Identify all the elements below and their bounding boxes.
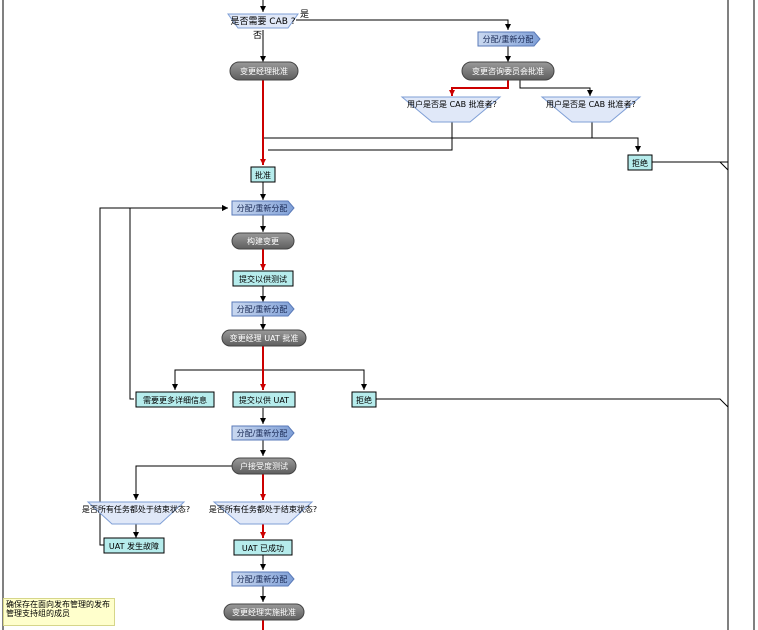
decision-all-tasks-closed-right-label: 是否所有任务都处于结束状态? <box>209 504 317 514</box>
assign-node-4[interactable]: 分配/重新分配 <box>231 425 295 441</box>
uat-failed-node[interactable]: UAT 发生故障 <box>103 537 165 554</box>
build-change-node[interactable]: 构建变更 <box>231 232 295 250</box>
main-path-lines <box>260 80 509 630</box>
approve-node[interactable]: 批准 <box>250 166 276 183</box>
change-manager-impl-approval-node[interactable]: 变更经理实施批准 <box>223 603 305 621</box>
submit-for-testing-node[interactable]: 提交以供测试 <box>232 270 294 287</box>
need-more-info-node[interactable]: 需要更多详细信息 <box>135 391 215 408</box>
assign-node-1[interactable]: 分配/重新分配 <box>477 31 541 47</box>
acceptance-test-label: 户接受度测试 <box>240 461 288 471</box>
assign-node-3[interactable]: 分配/重新分配 <box>231 301 295 317</box>
uat-succeeded-label: UAT 已成功 <box>242 543 284 553</box>
reject-node-2[interactable]: 拒绝 <box>351 391 377 408</box>
decision-user-cab-approver-right-label: 用户是否是 CAB 批准者? <box>546 99 636 109</box>
build-change-label: 构建变更 <box>247 236 279 246</box>
uat-succeeded-node[interactable]: UAT 已成功 <box>233 539 293 556</box>
assign-node-5-label: 分配/重新分配 <box>237 574 288 584</box>
change-manager-approval-node[interactable]: 变更经理批准 <box>229 61 299 81</box>
change-manager-approval-label: 变更经理批准 <box>240 66 288 76</box>
need-more-info-label: 需要更多详细信息 <box>143 395 207 405</box>
decision-cab-needed-label: 是否需要 CAB ? <box>230 16 295 27</box>
decision-user-cab-approver-left-label: 用户是否是 CAB 批准者? <box>407 99 497 109</box>
submit-for-uat-label: 提交以供 UAT <box>239 395 289 405</box>
change-manager-uat-approval-label: 变更经理 UAT 批准 <box>230 333 299 343</box>
annotation-note: 确保存在面向发布管理的发布管理支持组的成员 <box>3 598 115 626</box>
reject-node-1-label: 拒绝 <box>632 158 648 168</box>
no-label: 否 <box>253 30 262 41</box>
acceptance-test-node[interactable]: 户接受度测试 <box>231 457 297 475</box>
change-manager-uat-approval-node[interactable]: 变更经理 UAT 批准 <box>221 329 307 347</box>
decision-all-tasks-closed-left[interactable]: 是否所有任务都处于结束状态? <box>82 501 190 525</box>
assign-node-2[interactable]: 分配/重新分配 <box>231 200 295 216</box>
decision-user-cab-approver-left[interactable]: 用户是否是 CAB 批准者? <box>400 96 502 123</box>
decision-all-tasks-closed-right[interactable]: 是否所有任务都处于结束状态? <box>209 501 317 525</box>
reject-node-1[interactable]: 拒绝 <box>627 154 653 171</box>
assign-node-4-label: 分配/重新分配 <box>237 428 288 438</box>
decision-all-tasks-closed-left-label: 是否所有任务都处于结束状态? <box>82 504 190 514</box>
change-manager-impl-approval-label: 变更经理实施批准 <box>232 607 296 617</box>
change-advisory-approval-node[interactable]: 变更咨询委员会批准 <box>461 61 555 81</box>
reject-node-2-label: 拒绝 <box>356 395 372 405</box>
uat-failed-label: UAT 发生故障 <box>109 541 159 551</box>
assign-node-5[interactable]: 分配/重新分配 <box>231 571 295 587</box>
decision-user-cab-approver-right[interactable]: 用户是否是 CAB 批准者? <box>540 96 642 123</box>
assign-node-3-label: 分配/重新分配 <box>237 304 288 314</box>
submit-for-uat-node[interactable]: 提交以供 UAT <box>232 391 296 408</box>
approve-label: 批准 <box>255 170 271 180</box>
yes-label: 是 <box>300 9 309 20</box>
assign-node-1-label: 分配/重新分配 <box>483 34 534 44</box>
change-advisory-approval-label: 变更咨询委员会批准 <box>472 66 544 76</box>
decision-cab-needed[interactable]: 是否需要 CAB ? <box>227 13 299 29</box>
connector-lines <box>99 0 729 630</box>
assign-node-2-label: 分配/重新分配 <box>237 203 288 213</box>
submit-for-testing-label: 提交以供测试 <box>239 274 287 284</box>
